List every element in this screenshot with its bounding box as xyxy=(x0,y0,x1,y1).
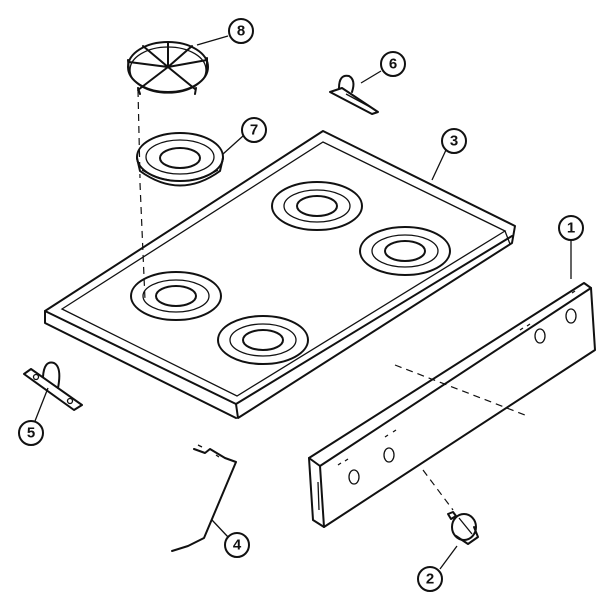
callout-label: 2 xyxy=(426,571,434,588)
callout-label: 1 xyxy=(567,220,575,237)
callout-7: 7 xyxy=(241,117,267,143)
assembly-line xyxy=(139,182,146,301)
leader-line xyxy=(196,35,229,46)
support-rod xyxy=(171,444,237,552)
callout-label: 8 xyxy=(237,23,245,40)
burner-well xyxy=(271,181,363,231)
leader-line xyxy=(222,135,244,155)
assembly-line xyxy=(137,89,141,179)
hinge-bracket xyxy=(23,361,83,411)
callout-6: 6 xyxy=(380,51,406,77)
callout-1: 1 xyxy=(558,215,584,241)
assembly-line xyxy=(422,469,454,511)
leader-line xyxy=(431,149,447,181)
callout-label: 5 xyxy=(27,425,35,442)
leader-line xyxy=(34,387,49,422)
callout-8: 8 xyxy=(228,18,254,44)
callout-2: 2 xyxy=(417,566,443,592)
callout-label: 7 xyxy=(250,122,258,139)
callout-5: 5 xyxy=(18,420,44,446)
burner-bowl xyxy=(136,132,224,187)
leader-line xyxy=(439,545,458,570)
control-panel xyxy=(308,282,596,528)
cooktop xyxy=(44,130,516,419)
burner-well xyxy=(217,315,309,365)
leader-line xyxy=(211,519,229,538)
callout-4: 4 xyxy=(224,532,250,558)
burner-grate xyxy=(127,41,209,95)
callout-label: 3 xyxy=(450,133,458,150)
callout-label: 6 xyxy=(389,56,397,73)
callout-3: 3 xyxy=(441,128,467,154)
clip xyxy=(329,74,379,115)
burner-well xyxy=(130,271,222,321)
control-knob xyxy=(447,511,479,545)
callout-label: 4 xyxy=(233,537,242,554)
burner-well xyxy=(359,226,451,276)
leader-line xyxy=(360,70,382,84)
